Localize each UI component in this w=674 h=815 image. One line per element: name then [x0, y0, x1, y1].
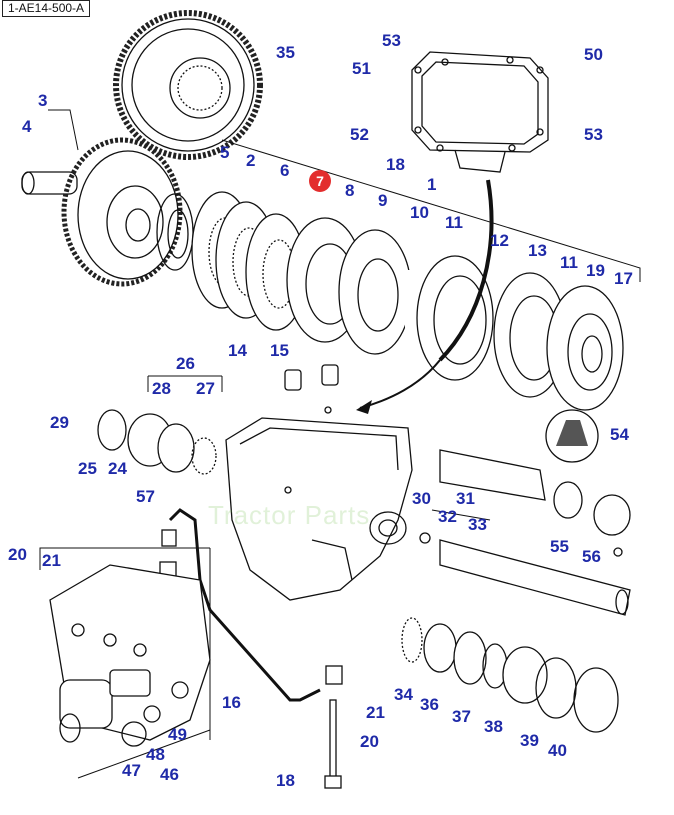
bolt-18	[329, 699, 337, 779]
callout-7-highlighted: 7	[309, 170, 331, 192]
callout-10: 10	[410, 203, 429, 222]
callout-47: 47	[122, 761, 141, 780]
callout-18-top: 18	[386, 155, 405, 174]
callout-33: 33	[468, 515, 487, 534]
fitting-upper	[161, 529, 177, 547]
reference-code: 1-AE14-500-A	[2, 0, 91, 17]
callout-49: 49	[168, 725, 187, 744]
callout-11-upper: 11	[445, 213, 463, 232]
callout-18-bottom: 18	[276, 771, 295, 790]
gear-35	[113, 10, 263, 160]
callout-24: 24	[108, 459, 127, 478]
part-14	[284, 369, 302, 391]
bolt-18-head	[324, 775, 342, 789]
callout-3: 3	[38, 91, 48, 110]
callout-37: 37	[452, 707, 471, 726]
callout-36: 36	[420, 695, 439, 714]
valve-block	[49, 564, 211, 747]
callout-21-left: 21	[42, 551, 61, 570]
callout-27: 27	[196, 379, 215, 398]
callout-35: 35	[276, 43, 295, 62]
callout-11-lower: 11	[560, 253, 578, 272]
assembly-arrow-1	[438, 179, 494, 362]
callout-17: 17	[614, 269, 633, 288]
gear-shaft-3	[21, 137, 183, 287]
clutch-drum	[405, 255, 624, 411]
callout-52: 52	[350, 125, 369, 144]
callout-55: 55	[550, 537, 569, 556]
callout-2: 2	[246, 151, 256, 170]
callout-20-left: 20	[8, 545, 27, 564]
callout-25: 25	[78, 459, 97, 478]
callout-57: 57	[136, 487, 155, 506]
callout-51: 51	[352, 59, 371, 78]
callout-14: 14	[228, 341, 247, 360]
callout-15: 15	[270, 341, 289, 360]
callout-6: 6	[280, 161, 290, 180]
part-15	[321, 364, 339, 386]
callout-8: 8	[345, 181, 355, 200]
callout-48: 48	[146, 745, 165, 764]
callout-1: 1	[427, 175, 437, 194]
callout-46: 46	[160, 765, 179, 784]
callout-28: 28	[152, 379, 171, 398]
callout-16: 16	[222, 693, 241, 712]
callout-54: 54	[610, 425, 629, 444]
assembly-arrow-2	[359, 359, 441, 409]
callout-12: 12	[490, 231, 509, 250]
callout-30: 30	[412, 489, 431, 508]
callout-32: 32	[438, 507, 457, 526]
callout-13: 13	[528, 241, 547, 260]
callout-53-top: 53	[382, 31, 401, 50]
output-shaft	[419, 449, 631, 616]
callout-9: 9	[378, 191, 388, 210]
callout-4: 4	[22, 117, 32, 136]
callout-31: 31	[456, 489, 475, 508]
fitting-right	[325, 665, 343, 685]
callout-53-right: 53	[584, 125, 603, 144]
callout-38: 38	[484, 717, 503, 736]
bracket-lines	[39, 109, 641, 779]
transmission-housing	[225, 406, 413, 601]
callout-50: 50	[584, 45, 603, 64]
clutch-discs	[156, 191, 412, 355]
cover-plate	[411, 51, 549, 173]
watermark-text: Tractor Parts	[208, 500, 371, 530]
callout-20-right: 20	[360, 732, 379, 751]
callout-29: 29	[50, 413, 69, 432]
callout-19: 19	[586, 261, 605, 280]
callout-26: 26	[176, 354, 195, 373]
callout-5: 5	[220, 143, 230, 162]
callout-21-right: 21	[366, 703, 385, 722]
detail-inset-54	[545, 409, 599, 463]
bearing-stack	[401, 617, 619, 733]
callout-39: 39	[520, 731, 539, 750]
hydraulic-pipe	[168, 508, 321, 702]
callout-40: 40	[548, 741, 567, 760]
bearing-set-28	[97, 409, 217, 475]
callout-34: 34	[394, 685, 413, 704]
callout-56: 56	[582, 547, 601, 566]
